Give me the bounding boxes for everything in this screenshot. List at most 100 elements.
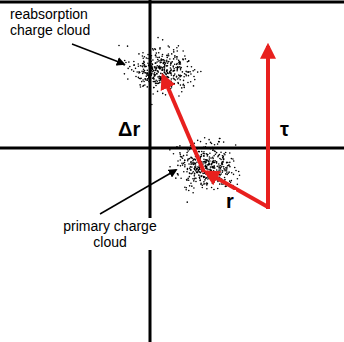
charge-dot — [128, 61, 130, 63]
charge-dot — [178, 66, 180, 68]
charge-dot — [170, 73, 172, 75]
charge-dot — [176, 76, 178, 78]
charge-dot — [222, 163, 224, 165]
charge-dot — [180, 84, 182, 86]
charge-dot — [214, 150, 216, 152]
charge-dot — [145, 66, 147, 68]
charge-dot — [189, 168, 191, 170]
charge-dot — [195, 164, 197, 166]
charge-dot — [176, 146, 178, 148]
charge-dot — [204, 166, 206, 168]
charge-dot — [171, 53, 173, 55]
charge-dot — [170, 64, 172, 66]
charge-dot — [143, 63, 145, 65]
charge-dot — [212, 167, 214, 169]
charge-dot — [153, 87, 155, 89]
charge-dot — [163, 62, 165, 64]
charge-dot — [186, 75, 188, 77]
callout-label: reabsorption charge cloud — [8, 6, 124, 38]
charge-dot — [181, 87, 183, 89]
charge-dot — [147, 69, 149, 71]
charge-dot — [216, 161, 218, 163]
charge-dot — [160, 73, 162, 75]
charge-dot — [187, 82, 189, 84]
charge-dot — [198, 167, 200, 169]
charge-dot — [208, 139, 210, 141]
charge-dot — [189, 176, 191, 178]
charge-dot — [149, 40, 151, 42]
charge-dot — [186, 179, 188, 181]
charge-dot — [186, 201, 188, 203]
charge-dot — [131, 69, 133, 71]
charge-dot — [168, 61, 170, 63]
charge-dot — [173, 70, 175, 72]
charge-dot — [160, 62, 162, 64]
charge-dot — [159, 57, 161, 59]
charge-dot — [223, 158, 225, 160]
charge-dot — [178, 45, 180, 47]
charge-dot — [233, 160, 235, 162]
charge-dot — [185, 58, 187, 60]
charge-dot — [230, 181, 232, 183]
charge-dot — [140, 77, 142, 79]
charge-dot — [134, 64, 136, 66]
charge-dot — [208, 158, 210, 160]
charge-dot — [218, 141, 220, 143]
charge-dot — [210, 163, 212, 165]
charge-dot — [167, 76, 169, 78]
charge-dot — [140, 78, 142, 80]
charge-dot — [118, 45, 120, 47]
charge-dot — [199, 180, 201, 182]
charge-dot — [165, 94, 167, 96]
charge-dot — [174, 64, 176, 66]
charge-dot — [198, 151, 200, 153]
charge-dot — [150, 70, 152, 72]
charge-dot — [222, 161, 224, 163]
charge-dot — [181, 162, 183, 164]
charge-dot — [205, 178, 207, 180]
charge-dot — [196, 148, 198, 150]
charge-dot — [231, 180, 233, 182]
charge-dot — [204, 137, 206, 139]
charge-dot — [171, 86, 173, 88]
charge-dot — [208, 161, 210, 163]
charge-dot — [181, 75, 183, 77]
charge-dot — [167, 61, 169, 63]
charge-dot — [218, 167, 220, 169]
charge-dot — [149, 77, 151, 79]
charge-dot — [169, 58, 171, 60]
charge-dot — [149, 64, 151, 66]
charge-dot — [138, 72, 140, 74]
charge-dot — [191, 163, 193, 165]
charge-dot — [159, 62, 161, 64]
charge-dot — [188, 75, 190, 77]
charge-dot — [164, 64, 166, 66]
charge-dot — [226, 171, 228, 173]
charge-dot — [157, 57, 159, 59]
charge-dot — [212, 156, 214, 158]
charge-dot — [178, 74, 180, 76]
charge-dot — [201, 175, 203, 177]
charge-dot — [190, 169, 192, 171]
charge-dot — [178, 63, 180, 65]
charge-dot — [208, 160, 210, 162]
charge-dot — [191, 166, 193, 168]
charge-dot — [200, 172, 202, 174]
charge-dot — [194, 158, 196, 160]
charge-dot — [184, 166, 186, 168]
charge-dot — [160, 79, 162, 81]
charge-dot — [170, 85, 172, 87]
charge-dot — [203, 177, 205, 179]
charge-dot — [141, 65, 143, 67]
charge-dot — [195, 181, 197, 183]
charge-dot — [219, 154, 221, 156]
charge-dot — [180, 165, 182, 167]
charge-dot — [207, 147, 209, 149]
charge-dot — [200, 141, 202, 143]
charge-dot — [168, 55, 170, 57]
charge-dot — [212, 149, 214, 151]
charge-dot — [171, 78, 173, 80]
charge-dot — [149, 67, 151, 69]
charge-dot — [209, 160, 211, 162]
charge-dot — [180, 156, 182, 158]
